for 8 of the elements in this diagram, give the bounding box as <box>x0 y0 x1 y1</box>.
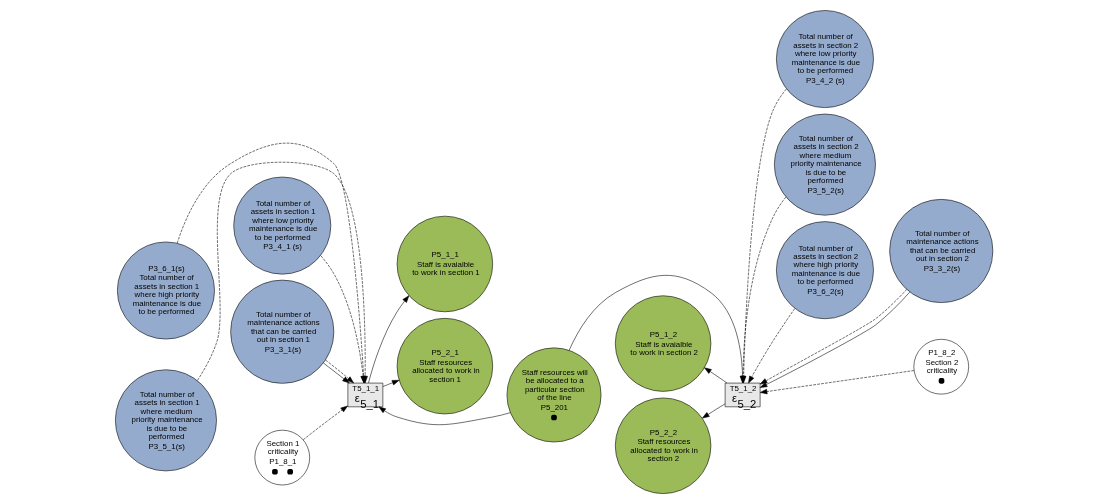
arrow <box>759 370 915 395</box>
arrow <box>704 367 728 384</box>
arrow <box>382 380 400 387</box>
arrow <box>748 308 795 384</box>
arrow <box>702 403 726 419</box>
arrow <box>303 405 348 440</box>
arrow <box>368 295 410 384</box>
arrow <box>378 406 511 425</box>
